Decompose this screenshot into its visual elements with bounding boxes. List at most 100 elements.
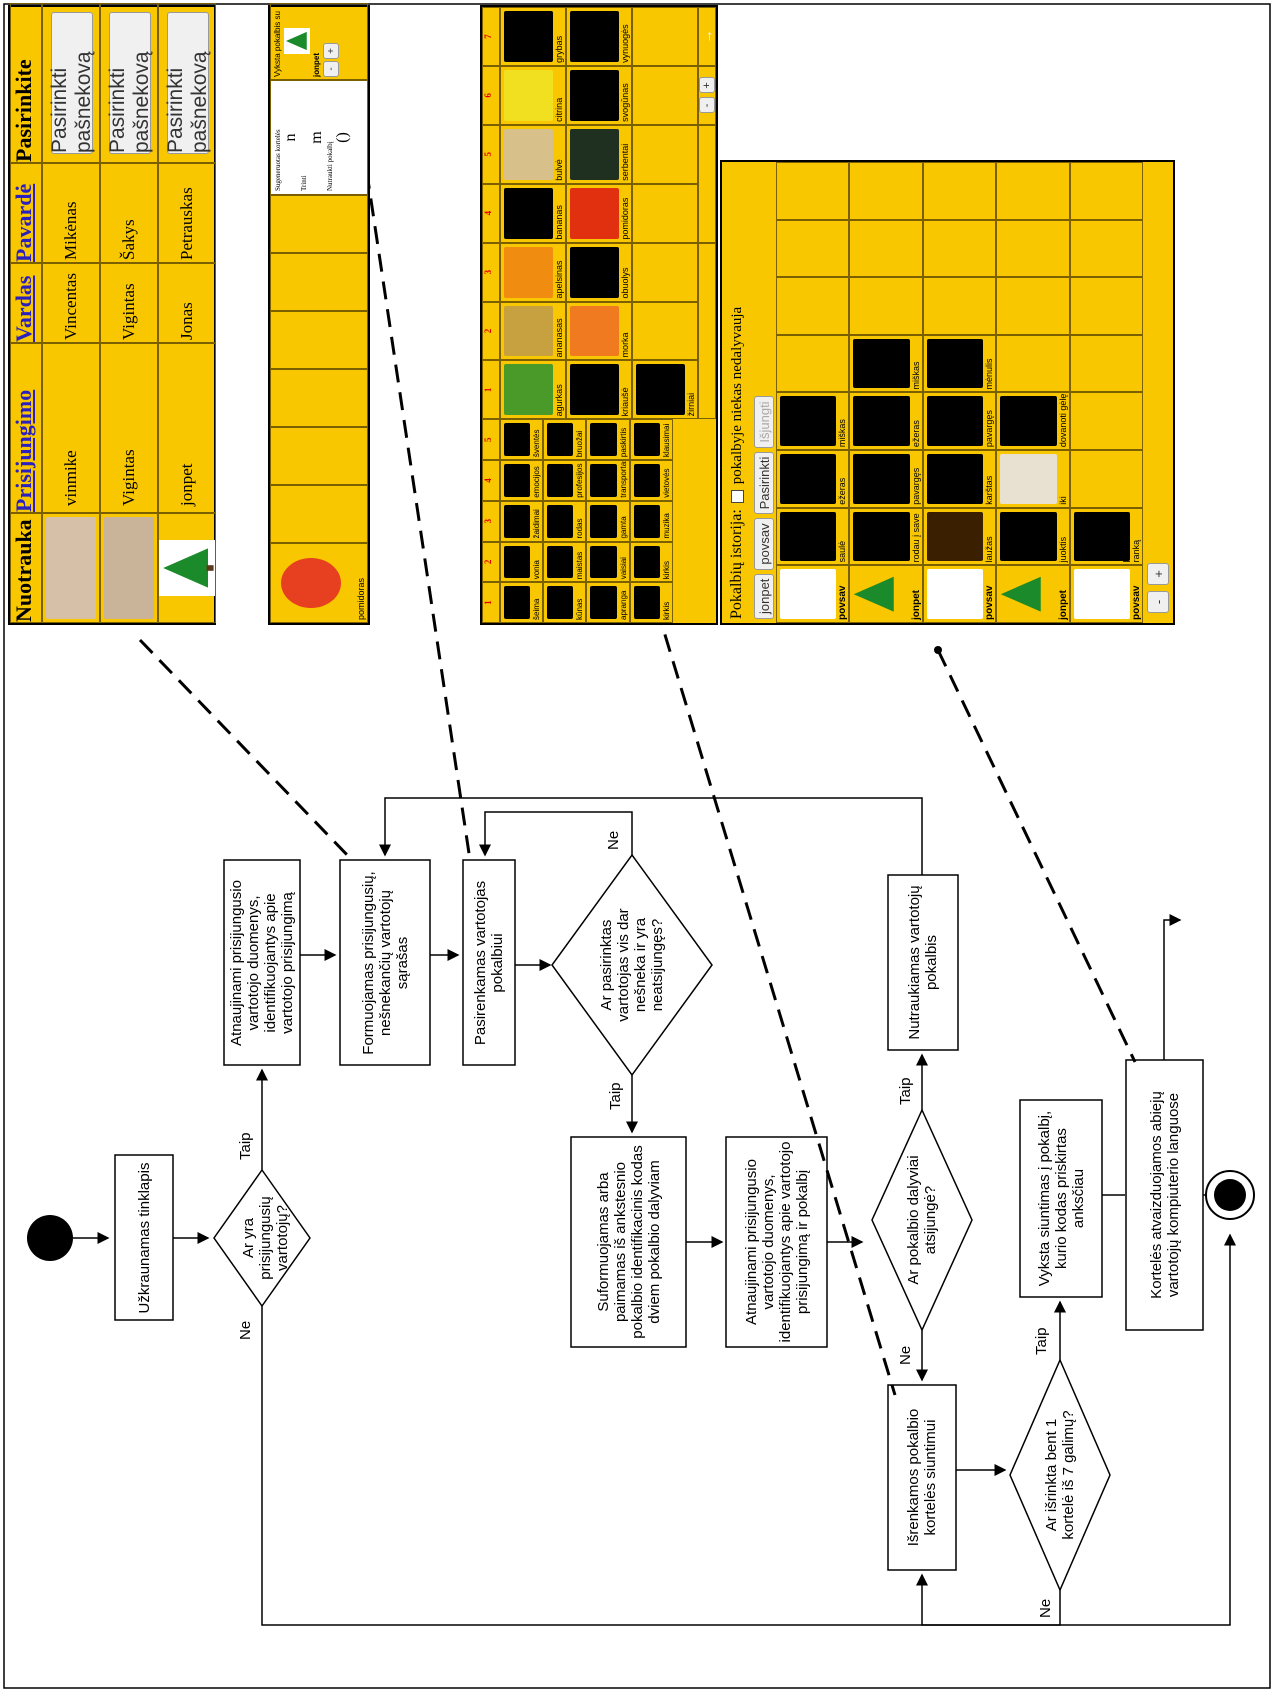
- fruit-card[interactable]: bananas: [500, 184, 566, 243]
- fruit-card[interactable]: apelsinas: [500, 243, 566, 302]
- disconnect-button[interactable]: Išjungti: [754, 396, 774, 447]
- fruit-card[interactable]: citrina: [500, 66, 566, 125]
- fruit-card[interactable]: ananasas: [500, 302, 566, 361]
- category-card[interactable]: vietovės: [630, 460, 673, 501]
- empty-slot: [632, 302, 698, 361]
- selection-panel: pomidoras Sugeneruotas kortelės n Trinti…: [268, 5, 370, 625]
- empty-slot: [632, 7, 698, 66]
- forest-icon: [853, 339, 909, 389]
- minus-button[interactable]: -: [1147, 591, 1169, 613]
- node-has-user-text: Ar yra prisijungusių vartotojų?: [222, 1186, 308, 1290]
- category-card[interactable]: klausimai: [630, 419, 673, 460]
- category-icon: [634, 546, 660, 579]
- plus-button[interactable]: +: [323, 43, 339, 59]
- node-update1-text: Atnaujinami prisijungusio vartotojo duom…: [225, 863, 299, 1063]
- plus-button[interactable]: +: [699, 77, 715, 93]
- fruit-card[interactable]: bulvė: [500, 125, 566, 184]
- fruit-card[interactable]: agurkas: [500, 360, 566, 419]
- empty-slot: [849, 162, 922, 220]
- category-icon: [547, 464, 573, 497]
- history-user: povsav: [1070, 565, 1143, 623]
- fruit-card[interactable]: vynuogės: [566, 7, 632, 66]
- category-card[interactable]: muzika: [630, 501, 673, 542]
- category-icon: [547, 505, 573, 538]
- category-card[interactable]: žaidimai: [500, 501, 543, 542]
- label-yes-1: Taip: [237, 1132, 254, 1160]
- tree-icon: [284, 29, 310, 55]
- category-card[interactable]: paskirtis: [586, 419, 629, 460]
- category-card[interactable]: rodas: [543, 501, 586, 542]
- header-select: Pasirinkite: [10, 3, 42, 163]
- category-icon: [590, 423, 616, 456]
- empty-slot[interactable]: [270, 485, 368, 543]
- empty-slot[interactable]: [270, 427, 368, 485]
- checkbox-label: pokalbyje niekas nedalyvauja: [729, 307, 746, 484]
- header-name[interactable]: Vardas: [10, 263, 42, 343]
- category-icon: [504, 586, 530, 619]
- empty-slot: [776, 277, 849, 335]
- history-controls: jonpet povsav Pasirinkti Išjungti: [752, 162, 776, 623]
- plus-button[interactable]: +: [1147, 563, 1169, 585]
- label-no-3: Ne: [897, 1346, 914, 1365]
- col-number: 5: [482, 125, 500, 184]
- category-card[interactable]: gamta: [586, 501, 629, 542]
- select-partner-button[interactable]: Pasirinkti pašnekovą: [109, 12, 151, 154]
- category-card[interactable]: šventės: [500, 419, 543, 460]
- fruit-card[interactable]: obuolys: [566, 243, 632, 302]
- col-number: 6: [482, 66, 500, 125]
- fruit-card[interactable]: morka: [566, 302, 632, 361]
- forest-icon: [780, 397, 836, 447]
- onion-icon: [570, 70, 619, 121]
- selected-card[interactable]: pomidoras: [270, 543, 368, 623]
- nav-next-arrow[interactable]: →: [698, 7, 716, 66]
- fruit-card[interactable]: žirniai: [632, 360, 698, 419]
- select-partner-button[interactable]: Pasirinkti pašnekovą: [51, 12, 93, 154]
- empty-slot: [996, 335, 1069, 393]
- category-card[interactable]: profesijos: [543, 460, 586, 501]
- category-card[interactable]: kirkis: [630, 542, 673, 583]
- category-card[interactable]: apranga: [586, 582, 629, 623]
- category-card[interactable]: šeima: [500, 582, 543, 623]
- category-card[interactable]: vonia: [500, 542, 543, 583]
- fruit-card[interactable]: grybas: [500, 7, 566, 66]
- user-select-cell: Pasirinkti pašnekovą: [42, 3, 100, 163]
- photo-man-icon: [104, 517, 154, 619]
- empty-slot[interactable]: [270, 195, 368, 253]
- category-icon: [590, 546, 616, 579]
- history-card: mėnulis: [923, 335, 996, 393]
- header-surname[interactable]: Pavardė: [10, 163, 42, 263]
- peas-icon: [636, 364, 685, 415]
- tree-icon: [159, 514, 215, 622]
- choose-button[interactable]: Pasirinkti: [754, 452, 774, 515]
- empty-slot: [996, 162, 1069, 220]
- empty-slot[interactable]: [270, 253, 368, 311]
- no-participants-checkbox[interactable]: [731, 490, 744, 503]
- category-card[interactable]: vaisiai: [586, 542, 629, 583]
- minus-button[interactable]: -: [699, 97, 715, 113]
- cat-number: 1: [482, 582, 500, 623]
- fruit-card[interactable]: pomidoras: [566, 184, 632, 243]
- category-card[interactable]: kūnas: [543, 582, 586, 623]
- stats-value: n: [282, 84, 300, 191]
- user-select-1[interactable]: jonpet: [754, 574, 774, 619]
- header-login[interactable]: Prisijungimo vardas: [10, 343, 42, 513]
- fruit-card[interactable]: serbentai: [566, 125, 632, 184]
- fruit-card[interactable]: svogūnas: [566, 66, 632, 125]
- history-card: iki: [996, 450, 1069, 508]
- label-no-4: Ne: [1037, 1599, 1054, 1618]
- carrot-icon: [570, 306, 619, 357]
- node-disconnected-text: Ar pokalbio dalyviai atsijungė?: [880, 1150, 964, 1290]
- category-card[interactable]: maistas: [543, 542, 586, 583]
- category-card[interactable]: transportas: [586, 460, 629, 501]
- fruit-card[interactable]: kriaušė: [566, 360, 632, 419]
- empty-slot[interactable]: [270, 311, 368, 369]
- category-card[interactable]: bruožai: [543, 419, 586, 460]
- minus-button[interactable]: -: [323, 61, 339, 77]
- user-login: Vigintas: [100, 343, 158, 513]
- empty-slot[interactable]: [270, 369, 368, 427]
- select-partner-button[interactable]: Pasirinkti pašnekovą: [167, 12, 209, 154]
- user-select-2[interactable]: povsav: [754, 518, 774, 569]
- history-title: Pokalbių istorija:: [728, 509, 746, 619]
- category-card[interactable]: kirkis: [630, 582, 673, 623]
- category-card[interactable]: emocijos: [500, 460, 543, 501]
